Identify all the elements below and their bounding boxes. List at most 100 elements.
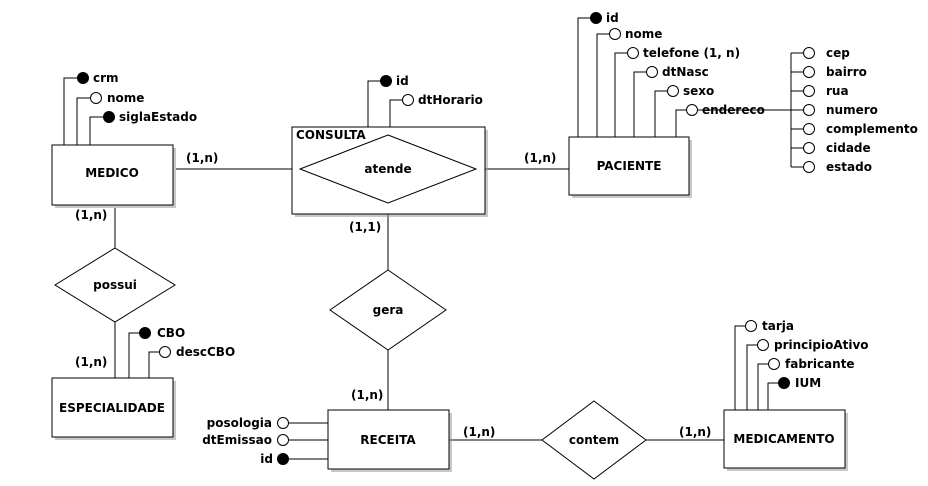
cardinality-medico-possui: (1,n) <box>75 208 107 222</box>
entity-medicamento-label: MEDICAMENTO <box>733 432 834 446</box>
attribute-marker <box>757 339 769 351</box>
attribute-label: complemento <box>826 122 918 136</box>
primary-key-marker <box>103 111 115 123</box>
cardinality-paciente-atende: (1,n) <box>524 151 556 165</box>
attribute-label: tarja <box>762 319 794 333</box>
attribute-label: nome <box>107 91 144 105</box>
entity-especialidade[interactable]: ESPECIALIDADE <box>51 377 176 440</box>
attribute-label: id <box>260 452 273 466</box>
primary-key-marker <box>380 75 392 87</box>
attribute-paciente-id: id <box>590 11 619 25</box>
attribute-medicamento-tarja: tarja <box>745 319 794 333</box>
attribute-marker <box>277 417 289 429</box>
attribute-marker <box>803 85 815 97</box>
attribute-marker <box>745 320 757 332</box>
connection-lines <box>114 168 724 441</box>
attribute-label: CBO <box>157 326 185 340</box>
relationship-gera-label: gera <box>373 303 404 317</box>
attribute-marker <box>686 104 698 116</box>
cardinality-receita-contem: (1,n) <box>463 425 495 439</box>
attribute-marker <box>803 47 815 59</box>
attribute-marker <box>609 28 621 40</box>
attribute-paciente-telefone: telefone (1, n) <box>627 46 740 60</box>
entity-medico-label: MEDICO <box>85 166 139 180</box>
attribute-label: dtNasc <box>662 65 709 79</box>
entity-especialidade-label: ESPECIALIDADE <box>59 401 165 415</box>
attribute-marker <box>277 434 289 446</box>
attribute-label: id <box>396 74 409 88</box>
attribute-endereco-estado: estado <box>803 160 872 174</box>
attribute-especialidade-desccbo: descCBO <box>159 345 235 359</box>
attribute-marker <box>627 47 639 59</box>
attribute-endereco-cep: cep <box>803 46 850 60</box>
attribute-label: dtHorario <box>418 93 483 107</box>
attribute-marker <box>667 85 679 97</box>
attribute-label: telefone (1, n) <box>643 46 740 60</box>
relationship-contem[interactable]: contem <box>541 400 647 480</box>
attribute-label: estado <box>826 160 872 174</box>
attribute-marker <box>803 123 815 135</box>
attribute-marker <box>803 142 815 154</box>
attribute-medico-nome: nome <box>90 91 144 105</box>
relationship-atende-label: atende <box>364 162 411 176</box>
cardinality-consulta-gera: (1,1) <box>349 220 381 234</box>
attribute-endereco-bairro: bairro <box>803 65 867 79</box>
attribute-paciente-sexo: sexo <box>667 84 714 98</box>
attribute-paciente-nome: nome <box>609 27 662 41</box>
cardinality-labels: (1,n) (1,n) (1,n) (1,n) (1,1) (1,n) (1,n… <box>75 151 711 439</box>
attribute-label: principioAtivo <box>774 338 869 352</box>
attribute-receita-posologia: posologia <box>207 416 289 430</box>
attribute-marker <box>803 66 815 78</box>
attribute-marker <box>159 346 171 358</box>
attribute-paciente-dtnasc: dtNasc <box>646 65 709 79</box>
cardinality-receita-gera: (1,n) <box>351 388 383 402</box>
attribute-marker <box>646 66 658 78</box>
attribute-marker <box>90 92 102 104</box>
entity-medicamento[interactable]: MEDICAMENTO <box>723 409 848 471</box>
attribute-label: dtEmissao <box>202 433 272 447</box>
attribute-label: siglaEstado <box>119 110 197 124</box>
attribute-label: descCBO <box>176 345 235 359</box>
attribute-endereco-complemento: complemento <box>803 122 918 136</box>
attribute-receita-id: id <box>260 452 289 466</box>
primary-key-marker <box>778 377 790 389</box>
cardinality-medico-atende: (1,n) <box>186 151 218 165</box>
attribute-label: cidade <box>826 141 871 155</box>
attribute-medicamento-fabricante: fabricante <box>768 357 855 371</box>
attribute-endereco-cidade: cidade <box>803 141 871 155</box>
relationship-contem-label: contem <box>569 433 619 447</box>
entity-paciente[interactable]: PACIENTE <box>568 136 692 198</box>
entity-consulta-label: CONSULTA <box>296 128 366 142</box>
attribute-label: rua <box>826 84 849 98</box>
primary-key-marker <box>139 327 151 339</box>
primary-key-marker <box>277 453 289 465</box>
attribute-medicamento-principioativo: principioAtivo <box>757 338 869 352</box>
attribute-label: crm <box>93 71 119 85</box>
entity-paciente-label: PACIENTE <box>597 159 662 173</box>
attribute-consulta-id: id <box>380 74 409 88</box>
relationship-atende[interactable]: atende <box>298 134 478 204</box>
relationship-possui[interactable]: possui <box>54 247 176 323</box>
relationship-gera[interactable]: gera <box>329 269 447 351</box>
entity-receita-label: RECEITA <box>360 433 416 447</box>
attribute-marker <box>803 104 815 116</box>
attribute-especialidade-cbo: CBO <box>139 326 185 340</box>
attribute-consulta-dthorario: dtHorario <box>402 93 483 107</box>
attribute-label: fabricante <box>785 357 855 371</box>
attribute-receita-dtemissao: dtEmissao <box>202 433 289 447</box>
attribute-label: cep <box>826 46 850 60</box>
relationship-possui-label: possui <box>93 278 137 292</box>
attribute-endereco-numero: numero <box>803 103 878 117</box>
cardinality-especialidade-possui: (1,n) <box>75 355 107 369</box>
attribute-label: endereco <box>702 103 765 117</box>
entity-medico[interactable]: MEDICO <box>51 144 176 208</box>
attribute-medico-crm: crm <box>77 71 119 85</box>
attribute-label: id <box>606 11 619 25</box>
attribute-endereco-rua: rua <box>803 84 849 98</box>
attribute-label: bairro <box>826 65 867 79</box>
attribute-label: IUM <box>795 376 821 390</box>
primary-key-marker <box>77 72 89 84</box>
entity-receita[interactable]: RECEITA <box>327 409 452 472</box>
attribute-stems <box>63 17 804 460</box>
